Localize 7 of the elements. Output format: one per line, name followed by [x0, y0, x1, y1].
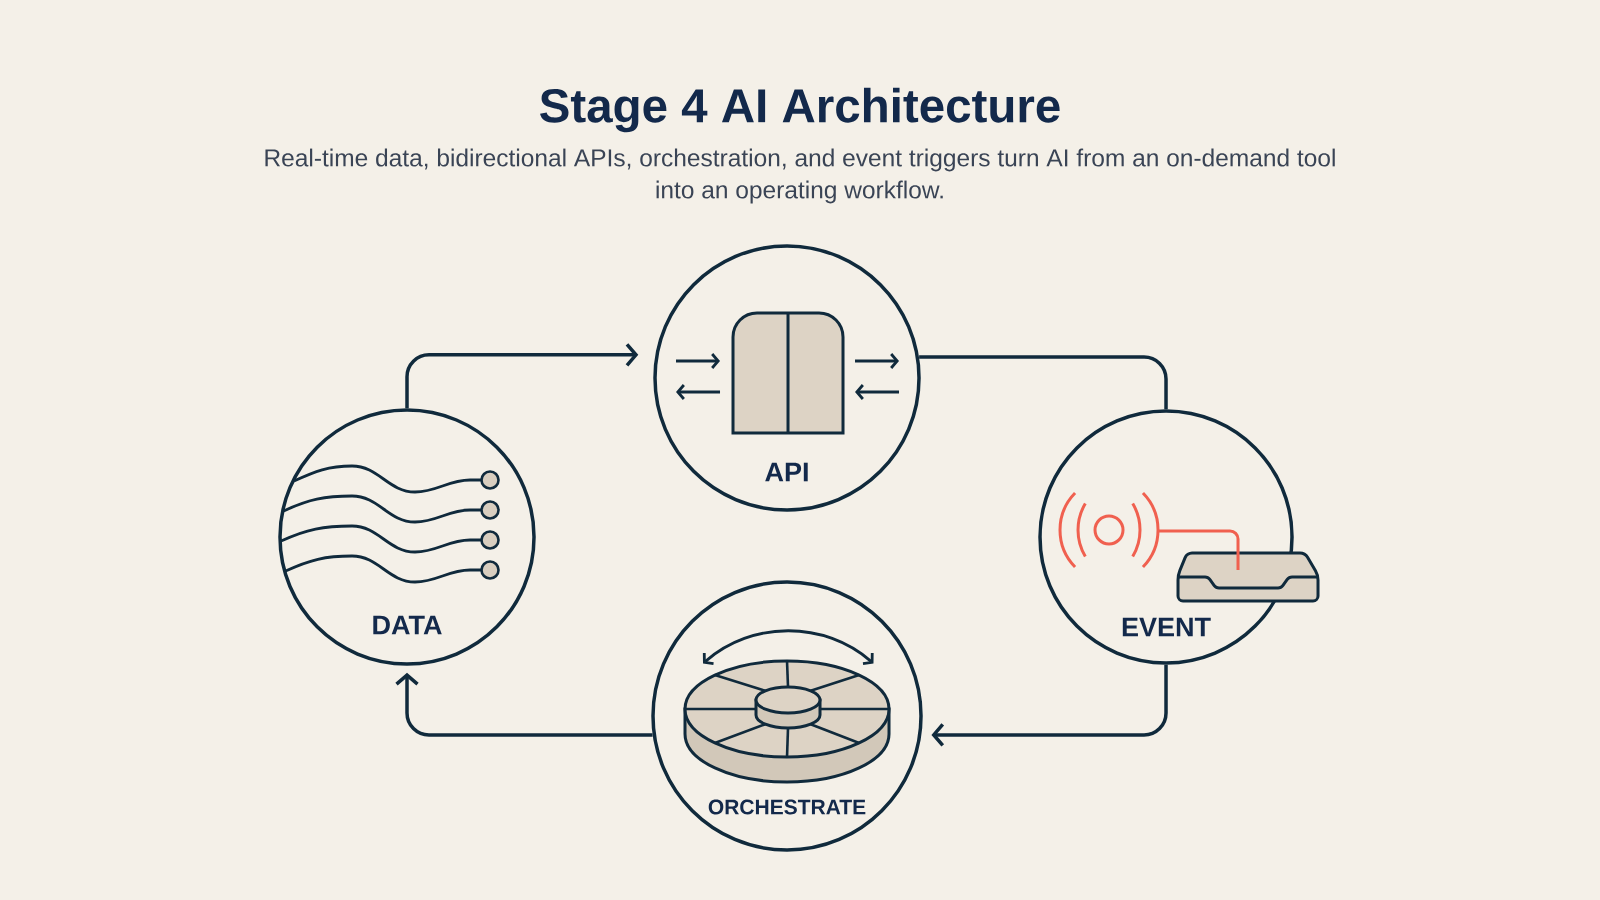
arrow [405, 343, 639, 409]
title: Stage 4 AI Architecture [540, 87, 1060, 133]
circle-node: DATA [278, 408, 536, 666]
arrow [931, 664, 1168, 747]
connector-line [919, 355, 1168, 410]
subtitle: Real-time data, bidirectional APIs, orchestration, and event triggers turn AI from an on-demand tool into an operating workflow. [265, 148, 1335, 204]
arrow [395, 672, 653, 737]
